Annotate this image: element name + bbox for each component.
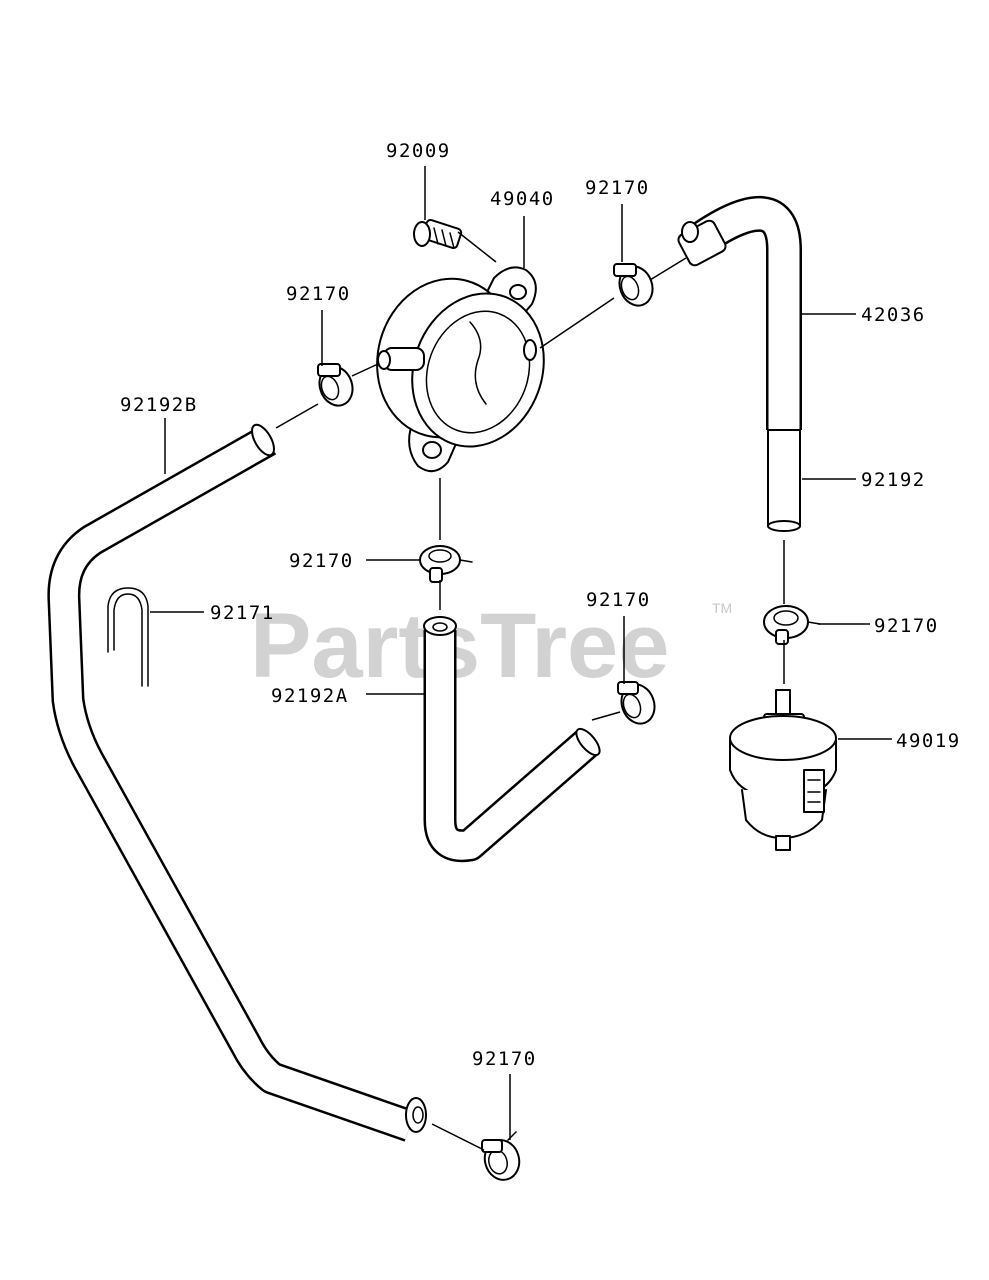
label-92170-bottom: 92170: [472, 1048, 537, 1070]
watermark-parts-tree: PartsTree: [250, 595, 669, 697]
hose-clamp-92170-bottom[interactable]: [480, 1131, 523, 1184]
hose-clamp-92170-center[interactable]: [616, 680, 660, 729]
label-92170-left: 92170: [286, 283, 351, 305]
hose-92192[interactable]: [767, 429, 801, 532]
hose-clamp-92170-right[interactable]: [763, 605, 821, 645]
label-42036: 42036: [861, 304, 926, 326]
label-92171: 92171: [210, 602, 275, 624]
assembly-lines: [275, 231, 785, 1151]
hose-92192B[interactable]: [47, 421, 427, 1142]
label-92170-center: 92170: [586, 589, 651, 611]
label-92192B: 92192B: [120, 394, 198, 416]
watermark-trademark: TM: [712, 600, 732, 616]
label-92192: 92192: [861, 469, 926, 491]
label-92170-top: 92170: [585, 177, 650, 199]
label-92009: 92009: [386, 140, 451, 162]
screw-92009[interactable]: [413, 218, 463, 250]
hose-92192A[interactable]: [423, 616, 604, 863]
fuel-filter-49019[interactable]: [729, 689, 837, 851]
hose-clamp-92170-mid[interactable]: [419, 545, 473, 583]
label-leaders: [150, 166, 892, 1140]
label-92192A: 92192A: [271, 685, 349, 707]
hose-clip-92171[interactable]: [107, 587, 149, 687]
hose-clamp-92170-top[interactable]: [613, 262, 658, 311]
fuel-valve-49040[interactable]: [360, 263, 565, 473]
label-49040: 49040: [490, 188, 555, 210]
label-92170-mid: 92170: [289, 550, 354, 572]
hose-42036[interactable]: [676, 195, 802, 430]
hose-clamp-92170-left[interactable]: [314, 362, 358, 411]
label-49019: 49019: [896, 730, 961, 752]
label-92170-right: 92170: [874, 615, 939, 637]
